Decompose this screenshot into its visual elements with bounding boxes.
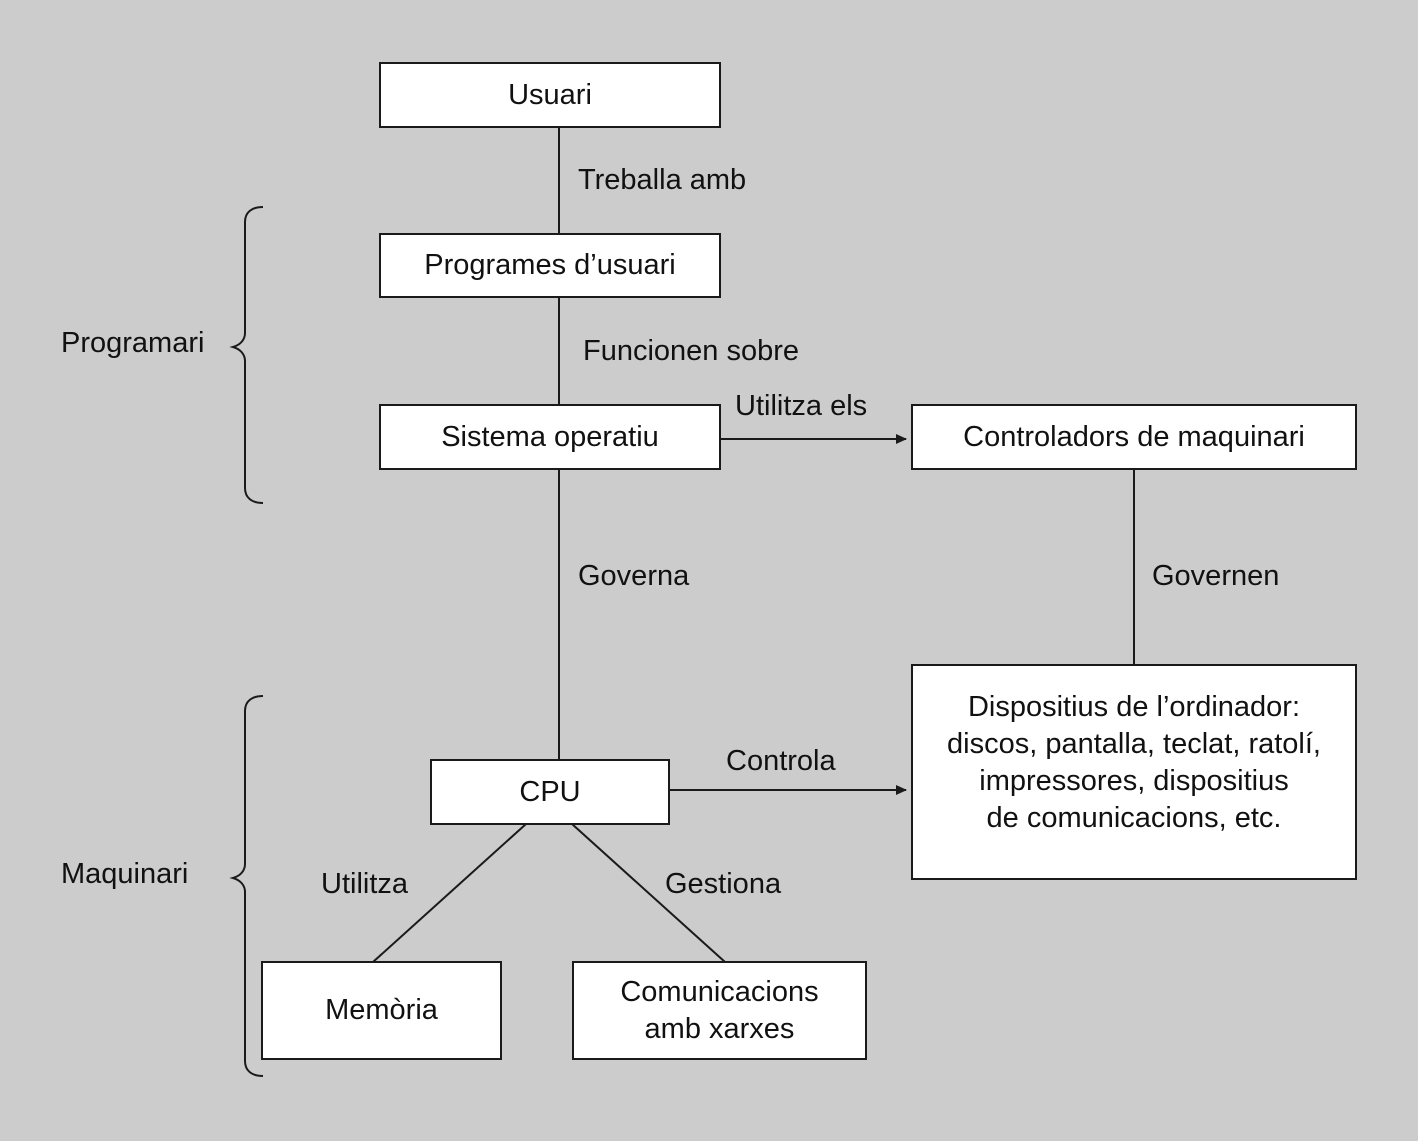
edge-cpu-memoria xyxy=(372,823,527,963)
edge-label-controla: Controla xyxy=(726,745,836,777)
edge-label-treballa-amb: Treballa amb xyxy=(578,164,747,196)
node-comunicacions-line-1: Comunicacions xyxy=(620,975,819,1008)
node-dispositius-line-4: de comunicacions, etc. xyxy=(986,802,1282,834)
node-usuari: Usuari xyxy=(379,62,721,128)
edge-label-governa: Governa xyxy=(578,560,690,592)
node-controladors-label: Controladors de maquinari xyxy=(963,420,1305,453)
node-comunicacions-line-2: amb xarxes xyxy=(644,1012,795,1045)
edge-label-utilitza: Utilitza xyxy=(321,868,409,900)
node-controladors-maquinari: Controladors de maquinari xyxy=(911,404,1357,470)
node-programes-usuari: Programes d’usuari xyxy=(379,233,721,298)
group-label-maquinari: Maquinari xyxy=(61,858,189,890)
node-memoria: Memòria xyxy=(261,961,502,1060)
node-cpu-label: CPU xyxy=(519,775,581,808)
node-usuari-label: Usuari xyxy=(508,78,592,111)
brace-programari xyxy=(229,206,264,504)
edge-label-funcionen-sobre: Funcionen sobre xyxy=(583,335,800,367)
node-dispositius-line-1: Dispositius de l’ordinador: xyxy=(967,691,1301,723)
node-dispositius-line-2: discos, pantalla, teclat, ratolí, xyxy=(947,728,1321,760)
edge-cpu-comunicacions xyxy=(571,823,726,963)
node-dispositius-ordinador: Dispositius de l’ordinador: discos, pant… xyxy=(911,664,1357,880)
node-sistema-label: Sistema operatiu xyxy=(441,420,659,453)
edge-label-gestiona: Gestiona xyxy=(665,868,782,900)
edge-label-utilitza-els: Utilitza els xyxy=(735,390,868,422)
node-dispositius-line-3: impressores, dispositius xyxy=(979,765,1289,797)
node-comunicacions-xarxes: Comunicacions amb xarxes xyxy=(572,961,867,1060)
node-cpu: CPU xyxy=(430,759,670,825)
node-programes-label: Programes d’usuari xyxy=(424,249,676,281)
edge-label-governen: Governen xyxy=(1152,560,1280,592)
node-memoria-label: Memòria xyxy=(325,994,438,1026)
node-sistema-operatiu: Sistema operatiu xyxy=(379,404,721,470)
group-label-programari: Programari xyxy=(61,327,205,359)
brace-maquinari xyxy=(229,695,264,1077)
